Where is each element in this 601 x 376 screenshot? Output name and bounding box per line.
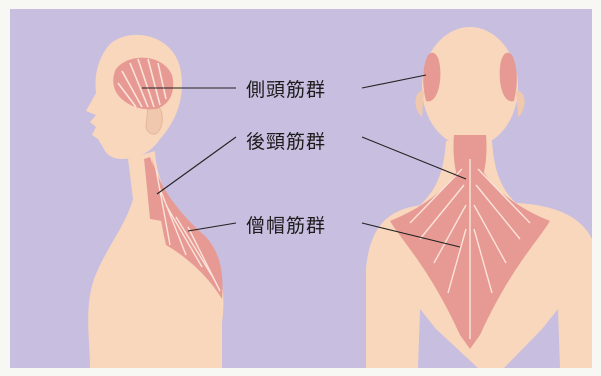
- label-temporal-muscles: 側頭筋群: [246, 75, 326, 102]
- side-view-figure: [86, 35, 223, 368]
- diagram-canvas: 側頭筋群 後頸筋群 僧帽筋群: [10, 9, 592, 368]
- leader-posterior-left: [157, 137, 236, 194]
- back-view-figure: [366, 27, 592, 368]
- label-trapezius-muscles: 僧帽筋群: [246, 211, 326, 238]
- leader-temporal-right: [362, 75, 426, 88]
- back-ear-right: [516, 91, 525, 117]
- anatomy-figure: [10, 9, 592, 368]
- label-posterior-neck-muscles: 後頸筋群: [246, 127, 326, 154]
- back-ear-left: [415, 91, 424, 117]
